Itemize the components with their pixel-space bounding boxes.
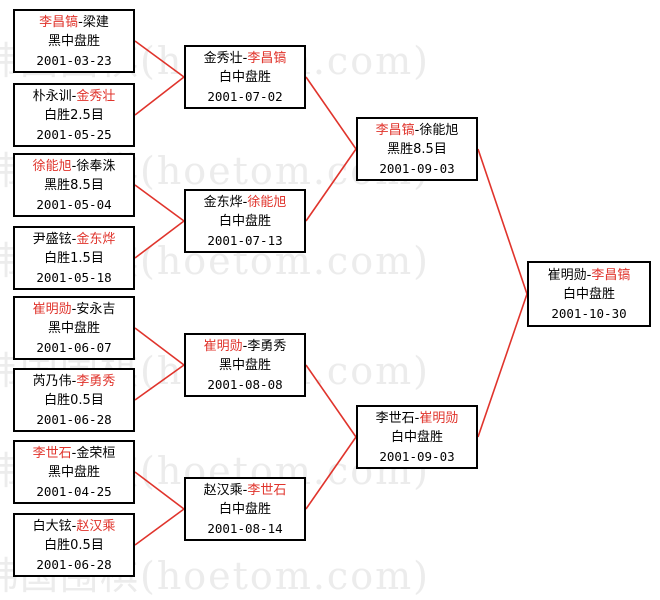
match-date: 2001-08-08: [207, 376, 283, 392]
match-r1-4: 尹盛铉-金东烨 白胜1.5目 2001-05-18: [13, 226, 135, 290]
match-r2-4: 赵汉乘-李世石 白中盘胜 2001-08-14: [184, 477, 306, 541]
match-date: 2001-04-25: [36, 483, 112, 499]
match-date: 2001-06-07: [36, 339, 112, 355]
match-result: 白中盘胜: [218, 501, 271, 517]
match-players: 徐能旭-徐奉洙: [32, 158, 116, 174]
bracket-line: [305, 76, 357, 150]
match-date: 2001-06-28: [36, 411, 112, 427]
match-r2-2: 金东烨-徐能旭 白中盘胜 2001-07-13: [184, 189, 306, 253]
match-players: 李昌镐-梁建: [39, 14, 109, 30]
match-result: 黑中盘胜: [47, 320, 100, 336]
match-r3-1: 李昌镐-徐能旭 黑胜8.5目 2001-09-03: [356, 117, 478, 181]
match-result: 黑胜8.5目: [44, 177, 104, 193]
match-players: 崔明勋-安永吉: [32, 301, 116, 317]
match-players: 金秀壮-李昌镐: [203, 50, 287, 66]
bracket-line: [134, 327, 185, 366]
bracket-line: [134, 40, 185, 78]
match-result: 黑中盘胜: [47, 33, 100, 49]
match-date: 2001-09-03: [379, 448, 455, 464]
match-players: 崔明勋-李勇秀: [203, 338, 287, 354]
match-players: 李世石-崔明勋: [375, 410, 459, 426]
match-players: 朴永训-金秀壮: [32, 88, 116, 104]
match-date: 2001-05-25: [36, 126, 112, 142]
bracket-line: [134, 364, 185, 401]
match-r2-3: 崔明勋-李勇秀 黑中盘胜 2001-08-08: [184, 333, 306, 397]
bracket-line: [305, 364, 357, 438]
match-r1-2: 朴永训-金秀壮 白胜2.5目 2001-05-25: [13, 83, 135, 147]
match-r1-3: 徐能旭-徐奉洙 黑胜8.5目 2001-05-04: [13, 153, 135, 217]
match-final: 崔明勋-李昌镐 白中盘胜 2001-10-30: [527, 261, 651, 327]
bracket-line: [477, 293, 528, 438]
match-date: 2001-10-30: [551, 305, 627, 321]
match-result: 白中盘胜: [390, 429, 443, 445]
match-result: 白胜0.5目: [44, 537, 104, 553]
bracket-line: [134, 508, 185, 546]
match-date: 2001-08-14: [207, 520, 283, 536]
match-players: 李世石-金荣桓: [32, 445, 116, 461]
match-date: 2001-05-04: [36, 196, 112, 212]
match-result: 白胜2.5目: [44, 107, 104, 123]
bracket-line: [134, 76, 185, 116]
match-date: 2001-05-18: [36, 269, 112, 285]
match-date: 2001-07-02: [207, 88, 283, 104]
match-r1-6: 芮乃伟-李勇秀 白胜0.5目 2001-06-28: [13, 368, 135, 432]
match-players: 赵汉乘-李世石: [203, 482, 287, 498]
bracket-line: [134, 184, 185, 222]
bracket-line: [477, 148, 528, 295]
match-players: 李昌镐-徐能旭: [375, 122, 459, 138]
match-players: 白大铉-赵汉乘: [32, 518, 116, 534]
match-r1-8: 白大铉-赵汉乘 白胜0.5目 2001-06-28: [13, 513, 135, 577]
bracket-line: [134, 471, 185, 510]
bracket-line: [134, 220, 185, 259]
match-result: 白中盘胜: [562, 286, 615, 302]
match-date: 2001-03-23: [36, 52, 112, 68]
match-r1-7: 李世石-金荣桓 黑中盘胜 2001-04-25: [13, 440, 135, 504]
match-date: 2001-06-28: [36, 556, 112, 572]
match-players: 芮乃伟-李勇秀: [32, 373, 116, 389]
match-result: 白胜1.5目: [44, 250, 104, 266]
bracket-line: [305, 436, 357, 510]
match-r2-1: 金秀壮-李昌镐 白中盘胜 2001-07-02: [184, 45, 306, 109]
match-players: 金东烨-徐能旭: [203, 194, 287, 210]
match-result: 黑中盘胜: [218, 357, 271, 373]
match-r1-1: 李昌镐-梁建 黑中盘胜 2001-03-23: [13, 9, 135, 73]
match-result: 白中盘胜: [218, 69, 271, 85]
match-result: 黑中盘胜: [47, 464, 100, 480]
match-r3-2: 李世石-崔明勋 白中盘胜 2001-09-03: [356, 405, 478, 469]
match-result: 黑胜8.5目: [387, 141, 447, 157]
match-players: 崔明勋-李昌镐: [547, 267, 631, 283]
match-date: 2001-09-03: [379, 160, 455, 176]
match-result: 白中盘胜: [218, 213, 271, 229]
match-r1-5: 崔明勋-安永吉 黑中盘胜 2001-06-07: [13, 296, 135, 360]
match-date: 2001-07-13: [207, 232, 283, 248]
match-players: 尹盛铉-金东烨: [32, 231, 116, 247]
match-result: 白胜0.5目: [44, 392, 104, 408]
bracket-line: [305, 148, 357, 222]
